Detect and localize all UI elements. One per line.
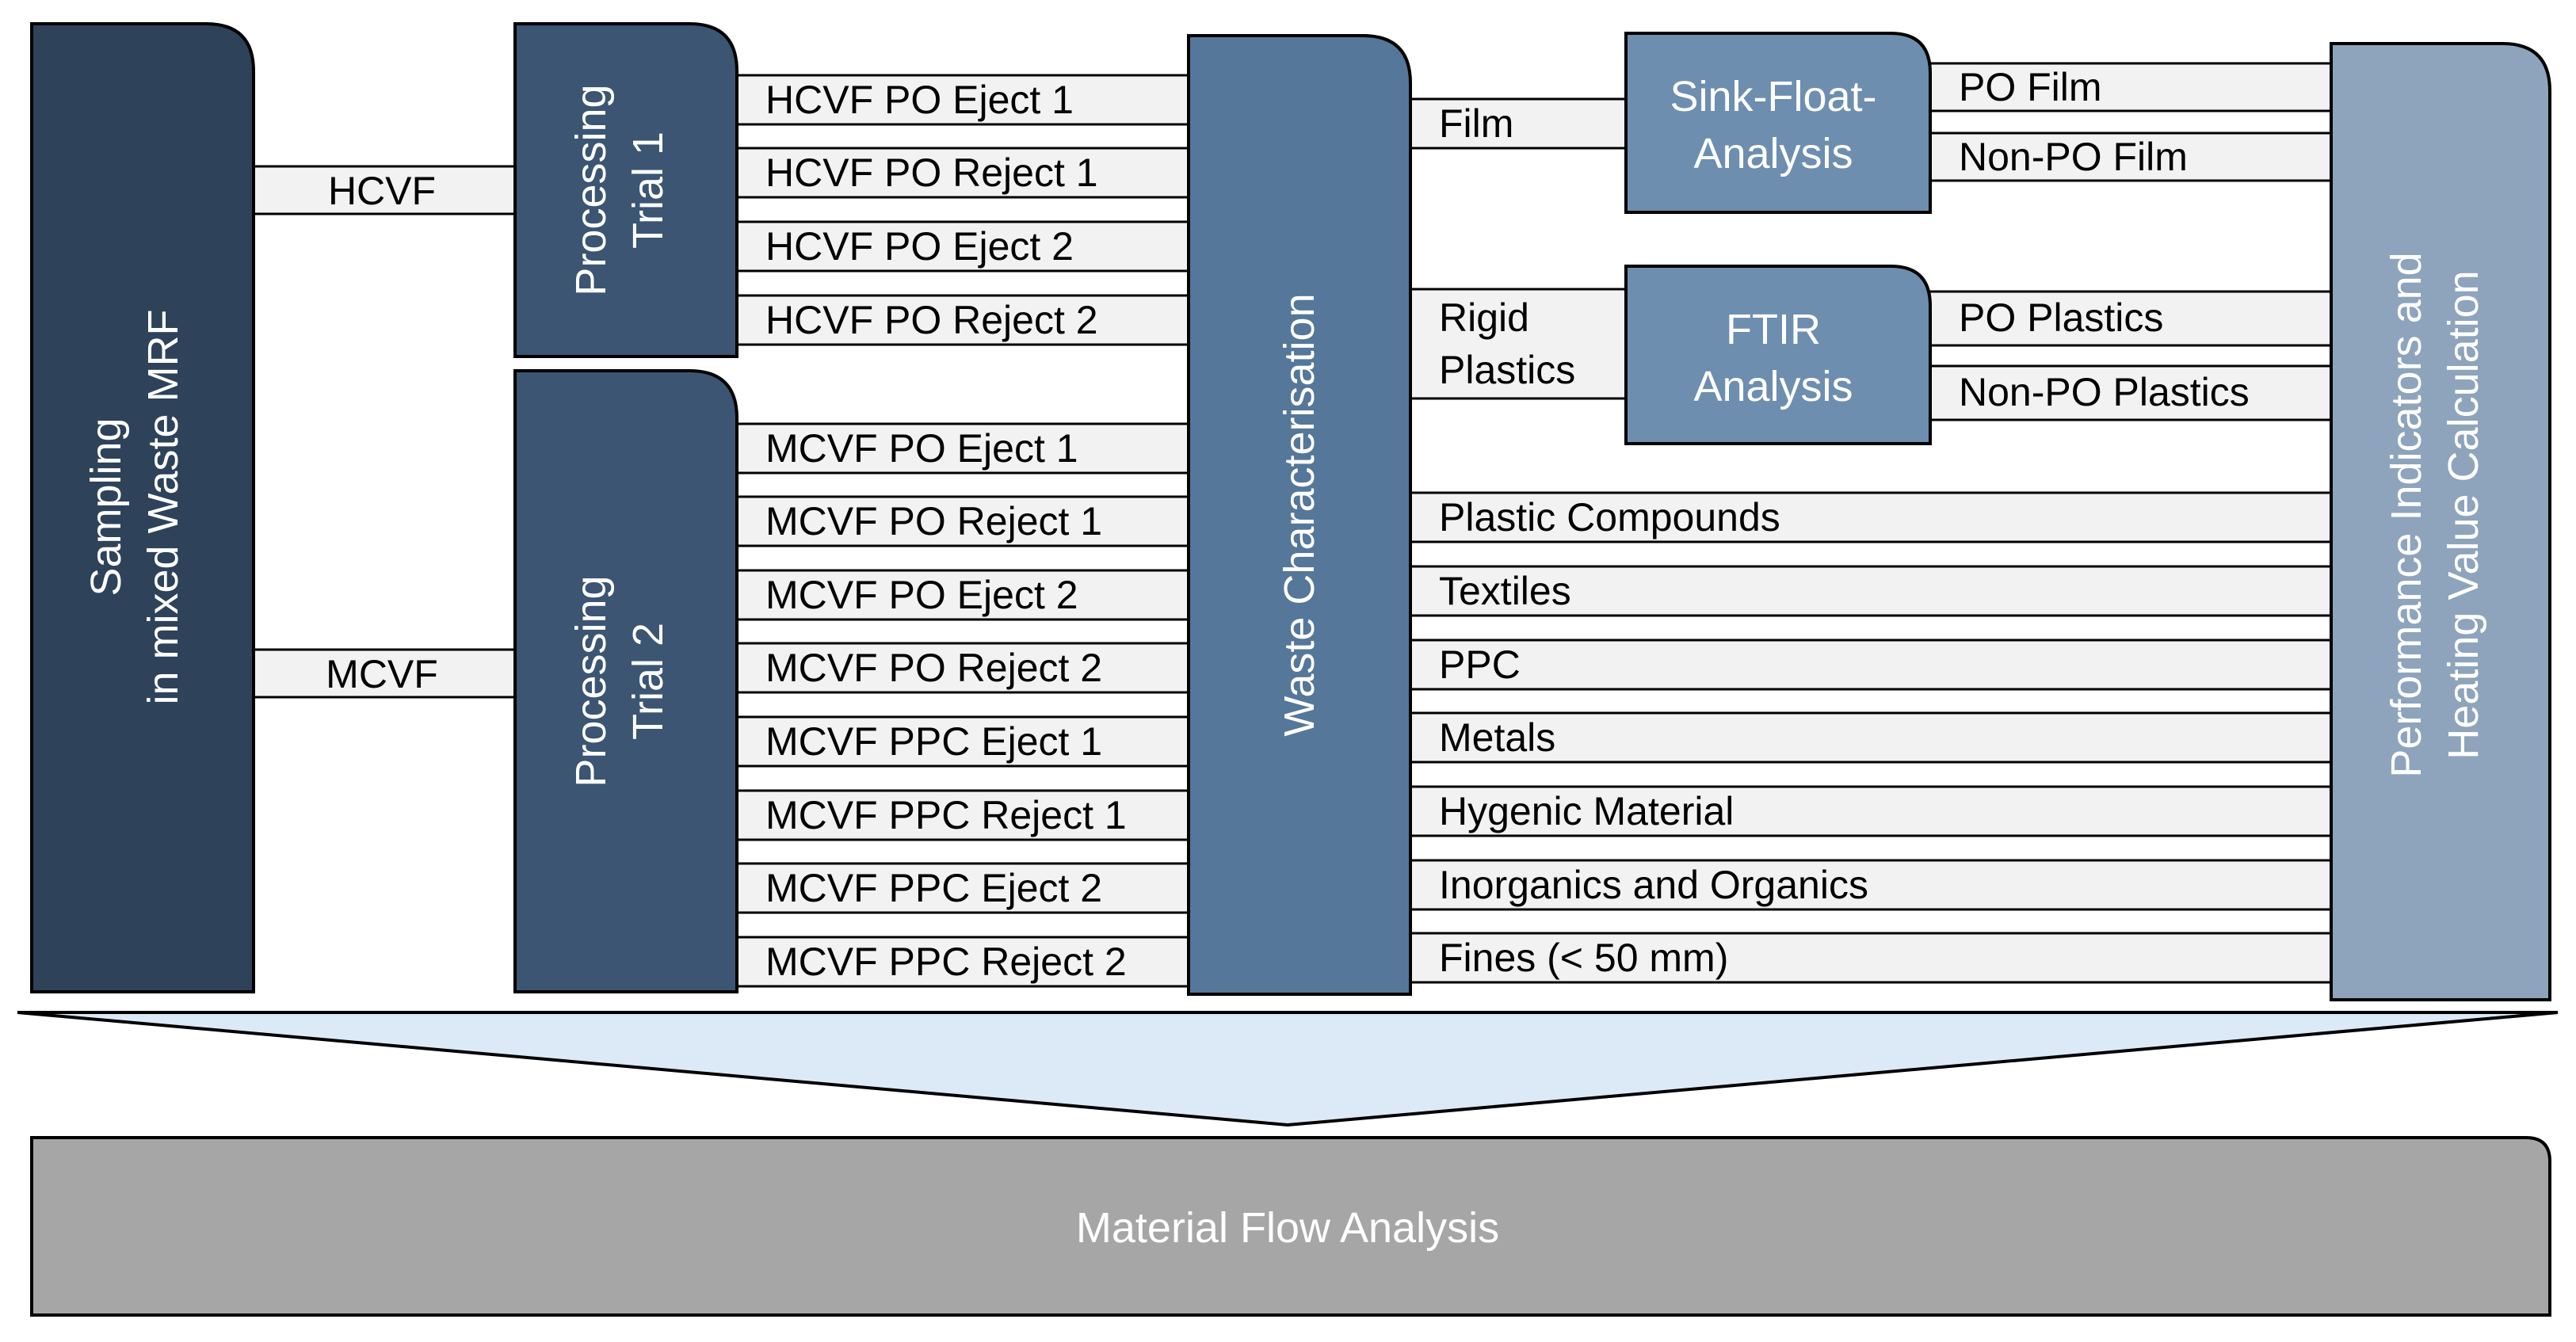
flow-label-trial2-2: MCVF PO Reject 1 [765, 499, 1102, 543]
flow-label-char-6: Inorganics and Organics [1439, 863, 1868, 907]
flow-label-trial1-1: HCVF PO Eject 1 [765, 78, 1074, 122]
flow-label-hcvf: HCVF [328, 169, 436, 213]
flow-label-trial2-8: MCVF PPC Reject 2 [765, 940, 1127, 984]
trial1-shape [513, 22, 738, 358]
performance-label-line1: Performance Indicators and [2383, 252, 2430, 777]
sampling-label-line1: Sampling [82, 417, 130, 596]
ftir-label-line2: Analysis [1693, 363, 1853, 410]
flow-trial2-6 [727, 789, 1206, 841]
sink-float-label-line1: Sink-Float- [1670, 73, 1876, 120]
flow-label-trial2-5: MCVF PPC Eject 1 [765, 719, 1102, 764]
trial1-output-flows: HCVF PO Eject 1 HCVF PO Reject 1 HCVF PO… [727, 74, 1206, 346]
flow-trial2-1 [727, 422, 1206, 475]
material-flow-analysis-shape [30, 1136, 2551, 1317]
flow-trial1-3 [727, 220, 1206, 273]
flow-label-trial1-2: HCVF PO Reject 1 [765, 151, 1098, 195]
flow-label-trial2-6: MCVF PPC Reject 1 [765, 793, 1127, 837]
trial1-box: Processing Trial 1 [513, 22, 738, 358]
trial2-output-flows: MCVF PO Eject 1 MCVF PO Reject 1 MCVF PO… [727, 422, 1206, 988]
flow-label-non-po-plastics: Non-PO Plastics [1959, 370, 2250, 414]
trial2-shape [513, 369, 738, 993]
performance-shape [2330, 42, 2551, 1001]
material-flow-analysis-label: Material Flow Analysis [1076, 1204, 1499, 1252]
flow-label-char-5: Hygenic Material [1439, 789, 1734, 833]
waste-characterisation-box: Waste Characterisation [1187, 34, 1412, 996]
sink-float-shape [1624, 32, 1932, 214]
flow-label-trial1-3: HCVF PO Eject 2 [765, 224, 1074, 269]
flow-label-char-4: Metals [1439, 715, 1555, 760]
flow-label-trial2-7: MCVF PPC Eject 2 [765, 866, 1102, 910]
flow-label-trial2-3: MCVF PO Eject 2 [765, 573, 1078, 617]
sampling-shape [30, 22, 255, 993]
waste-characterisation-label: Waste Characterisation [1276, 293, 1323, 736]
sampling-box: Sampling in mixed Waste MRF [30, 22, 255, 993]
flow-char-7 [1401, 932, 2347, 984]
funnel-arrow [17, 1011, 2559, 1127]
flow-trial2-8 [727, 936, 1206, 988]
flow-label-mcvf: MCVF [326, 652, 438, 696]
flow-label-rigid-line2: Plastics [1439, 348, 1575, 392]
analysis-output-flows: PO Film Non-PO Film PO Plastics Non-PO P… [1916, 62, 2347, 421]
trial2-label-line2: Trial 2 [624, 623, 672, 740]
flow-trial2-4 [727, 642, 1206, 694]
flow-label-po-plastics: PO Plastics [1959, 295, 2163, 340]
flow-label-po-film: PO Film [1959, 65, 2102, 109]
material-flow-analysis-box: Material Flow Analysis [30, 1136, 2551, 1317]
flow-label-char-2: Textiles [1439, 569, 1571, 613]
flow-char-5 [1401, 785, 2347, 837]
flow-po-film [1916, 62, 2347, 112]
flow-label-trial2-4: MCVF PO Reject 2 [765, 646, 1102, 690]
trial1-label-line1: Processing [567, 84, 615, 295]
flow-char-3 [1401, 639, 2347, 691]
flow-film [1401, 97, 1642, 150]
flow-label-char-3: PPC [1439, 642, 1521, 687]
flow-label-rigid-line1: Rigid [1439, 295, 1529, 340]
trial1-label-line2: Trial 1 [624, 132, 672, 249]
performance-box: Performance Indicators and Heating Value… [2330, 42, 2551, 1001]
sink-float-label-line2: Analysis [1693, 130, 1853, 177]
flow-non-po-film [1916, 132, 2347, 182]
ftir-label-line1: FTIR [1726, 306, 1821, 353]
flow-trial2-7 [727, 862, 1206, 914]
sink-float-box: Sink-Float- Analysis [1624, 32, 1932, 214]
performance-label-line2: Heating Value Calculation [2440, 270, 2487, 759]
flow-char-6 [1401, 859, 2347, 911]
flow-trial1-1 [727, 74, 1206, 126]
characterisation-output-flows: Film Rigid Plastics Plastic Compounds Te… [1401, 97, 2347, 984]
flow-label-char-1: Plastic Compounds [1439, 495, 1780, 539]
flow-label-film: Film [1439, 101, 1513, 146]
ftir-shape [1624, 265, 1932, 445]
input-flows: HCVF MCVF [236, 165, 525, 699]
flow-label-non-po-film: Non-PO Film [1959, 135, 2188, 179]
waste-characterisation-shape [1187, 34, 1412, 996]
flow-label-char-7: Fines (< 50 mm) [1439, 936, 1728, 980]
flow-label-trial1-4: HCVF PO Reject 2 [765, 298, 1098, 342]
trial2-label-line1: Processing [567, 575, 615, 787]
flow-mcvf [236, 648, 525, 699]
ftir-box: FTIR Analysis [1624, 265, 1932, 445]
sampling-label-line2: in mixed Waste MRF [139, 309, 187, 704]
trial2-box: Processing Trial 2 [513, 369, 738, 993]
flow-non-po-plastics [1916, 364, 2347, 421]
flow-label-trial2-1: MCVF PO Eject 1 [765, 426, 1078, 471]
